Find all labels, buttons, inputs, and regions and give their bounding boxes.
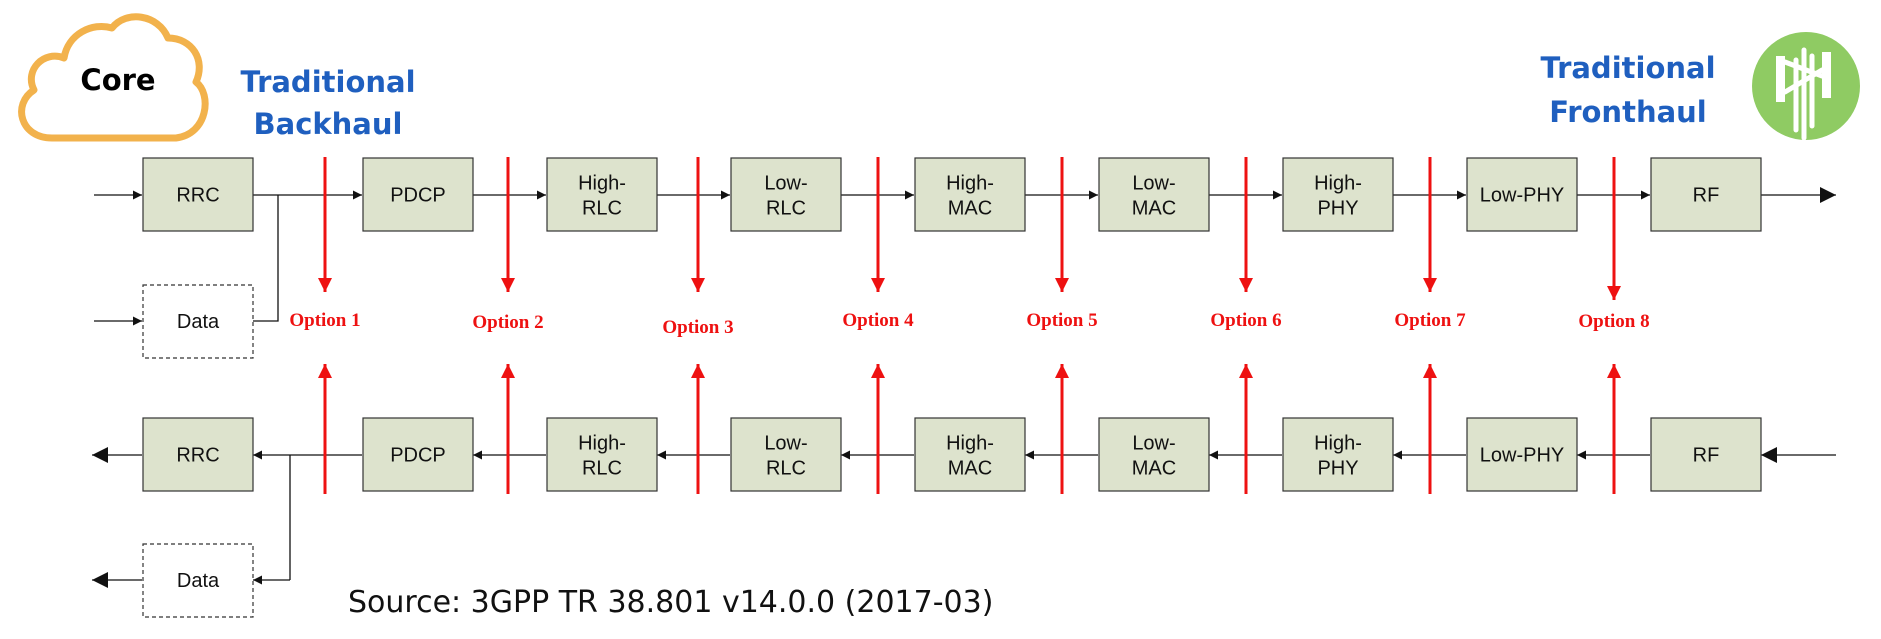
box-label: PHY xyxy=(1317,198,1358,220)
source-citation: Source: 3GPP TR 38.801 v14.0.0 (2017-03) xyxy=(348,585,993,620)
box-rect xyxy=(1650,417,1762,492)
option-4-label: Option 4 xyxy=(842,310,914,331)
box-rect xyxy=(362,157,474,232)
box-rect xyxy=(1466,417,1578,492)
top-high-phy-box: High- PHY xyxy=(1282,157,1394,232)
bottom-high-rlc-box: High- RLC xyxy=(546,417,658,492)
fronthaul-title-line-1: Traditional xyxy=(1540,51,1715,85)
antenna-tower-icon xyxy=(1752,32,1860,141)
bottom-high-phy-box: High- PHY xyxy=(1282,417,1394,492)
top-low-mac-box: Low- MAC xyxy=(1098,157,1210,232)
top-rrc-box: RRC xyxy=(142,157,254,232)
box-label: RLC xyxy=(766,458,806,480)
bottom-low-mac-box: Low- MAC xyxy=(1098,417,1210,492)
box-label: RLC xyxy=(766,198,806,220)
box-rect xyxy=(546,157,658,232)
box-label: PDCP xyxy=(390,445,446,467)
bottom-low-phy-box: Low-PHY xyxy=(1466,417,1578,492)
box-rect xyxy=(1098,417,1210,492)
option-7-label: Option 7 xyxy=(1394,310,1466,331)
bottom-rf-box: RF xyxy=(1650,417,1762,492)
cloud-icon xyxy=(18,13,209,142)
box-label: High- xyxy=(1314,173,1362,195)
box-label: High- xyxy=(578,433,626,455)
box-label: Low-PHY xyxy=(1480,185,1564,207)
box-rect xyxy=(1650,157,1762,232)
box-label: High- xyxy=(1314,433,1362,455)
box-label: MAC xyxy=(948,458,992,480)
box-label: MAC xyxy=(1132,198,1176,220)
box-rect xyxy=(1098,157,1210,232)
option-5-label: Option 5 xyxy=(1026,310,1097,331)
box-label: MAC xyxy=(1132,458,1176,480)
option-3-label: Option 3 xyxy=(662,317,733,338)
box-rect xyxy=(142,157,254,232)
box-label: PDCP xyxy=(390,185,446,207)
box-rect xyxy=(730,157,842,232)
core-label: Core xyxy=(80,63,155,97)
split-option-labels: Option 1 Option 2 Option 3 Option 4 Option 5… xyxy=(289,310,1649,338)
box-rect xyxy=(914,157,1026,232)
top-high-rlc-box: High- RLC xyxy=(546,157,658,232)
bottom-low-rlc-box: Low- RLC xyxy=(730,417,842,492)
backhaul-title-line-2: Backhaul xyxy=(254,107,403,141)
box-label: RLC xyxy=(582,458,622,480)
data-box-bottom-label: Data xyxy=(177,570,220,592)
data-box-top-label: Data xyxy=(177,311,220,333)
box-label: Low-PHY xyxy=(1480,445,1564,467)
box-label: MAC xyxy=(948,198,992,220)
box-label: RRC xyxy=(176,445,219,467)
box-label: RLC xyxy=(582,198,622,220)
box-label: RF xyxy=(1693,445,1720,467)
bottom-rrc-box: RRC xyxy=(142,417,254,492)
box-label: High- xyxy=(578,173,626,195)
bottom-high-mac-box: High- MAC xyxy=(914,417,1026,492)
top-rf-box: RF xyxy=(1650,157,1762,232)
box-label: Low- xyxy=(1132,173,1175,195)
top-high-mac-box: High- MAC xyxy=(914,157,1026,232)
box-rect xyxy=(1282,157,1394,232)
box-label: Low- xyxy=(764,173,807,195)
box-rect xyxy=(142,417,254,492)
box-rect xyxy=(1466,157,1578,232)
box-rect xyxy=(730,417,842,492)
top-low-rlc-box: Low- RLC xyxy=(730,157,842,232)
option-8-label: Option 8 xyxy=(1578,311,1649,332)
backhaul-title-line-1: Traditional xyxy=(240,65,415,99)
box-label: PHY xyxy=(1317,458,1358,480)
option-2-label: Option 2 xyxy=(472,312,543,333)
box-label: RRC xyxy=(176,185,219,207)
top-pdcp-box: PDCP xyxy=(362,157,474,232)
box-rect xyxy=(362,417,474,492)
box-label: RF xyxy=(1693,185,1720,207)
box-label: Low- xyxy=(1132,433,1175,455)
option-6-label: Option 6 xyxy=(1210,310,1281,331)
box-label: High- xyxy=(946,173,994,195)
option-1-label: Option 1 xyxy=(289,310,360,331)
data-box-top: Data xyxy=(142,284,254,359)
box-label: Low- xyxy=(764,433,807,455)
fronthaul-title-line-2: Fronthaul xyxy=(1549,95,1707,129)
top-low-phy-box: Low-PHY xyxy=(1466,157,1578,232)
box-rect xyxy=(546,417,658,492)
box-rect xyxy=(914,417,1026,492)
data-box-bottom: Data xyxy=(142,543,254,618)
box-rect xyxy=(1282,417,1394,492)
box-label: High- xyxy=(946,433,994,455)
bottom-pdcp-box: PDCP xyxy=(362,417,474,492)
split-option-arrows xyxy=(318,157,1621,494)
